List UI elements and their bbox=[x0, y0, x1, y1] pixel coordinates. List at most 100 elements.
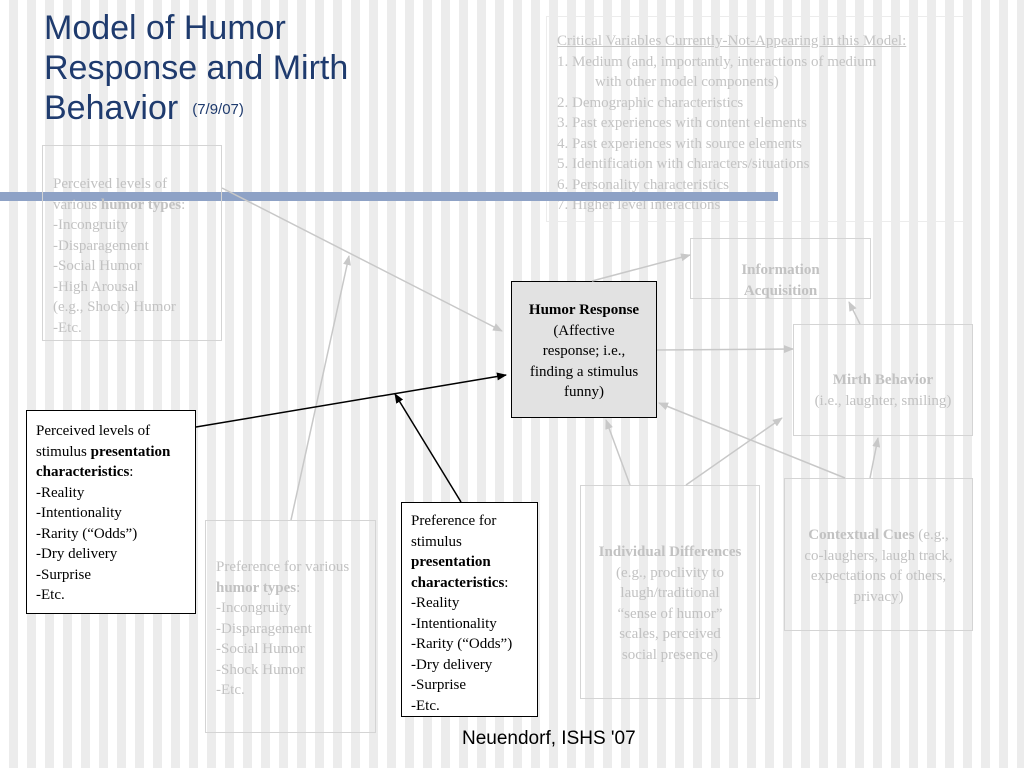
box-line: “sense of humor” bbox=[617, 605, 723, 622]
box-line: Perceived levels of bbox=[36, 423, 151, 439]
box-item: -Intentionality bbox=[36, 505, 122, 521]
box-line: Preference for bbox=[411, 513, 497, 529]
box-item: -Rarity (“Odds”) bbox=[36, 525, 138, 542]
box-item: (e.g., Shock) Humor bbox=[53, 299, 176, 315]
box-bold-text: Information bbox=[741, 262, 820, 278]
box-line: stimulus presentation bbox=[36, 442, 193, 463]
critical-variable-item: 7. Higher level interactions bbox=[557, 197, 721, 213]
arrow-contextual-to-response bbox=[658, 402, 846, 479]
box-line: characteristics: bbox=[411, 573, 535, 594]
box-line: Preference for various bbox=[216, 559, 350, 575]
box-line: various humor types: bbox=[53, 195, 217, 216]
arrow-preference-presentation-to-presentation bbox=[394, 393, 462, 503]
box-item: -Surprise bbox=[411, 677, 466, 693]
footer-credit: Neuendorf, ISHS '07 bbox=[462, 728, 636, 749]
box-item: -Intentionality bbox=[411, 615, 497, 632]
box-title: Contextual Cues (e.g., bbox=[787, 525, 970, 546]
arrow-mirth-to-information bbox=[848, 301, 861, 325]
humor-types-perceived-box: Perceived levels of various humor types:… bbox=[42, 145, 222, 341]
box-line: social presence) bbox=[621, 646, 719, 663]
box-item: -Etc. bbox=[53, 319, 82, 336]
box-item: -Etc. bbox=[411, 697, 440, 714]
critical-variables-heading: Critical Variables Currently-Not-Appeari… bbox=[557, 33, 907, 49]
box-line: Perceived levels of bbox=[53, 176, 168, 192]
title-line-2: Response and Mirth bbox=[44, 49, 349, 87]
box-line: expectations of others, bbox=[810, 568, 947, 584]
critical-variable-item: 2. Demographic characteristics bbox=[557, 94, 744, 111]
box-line: finding a stimulus bbox=[529, 363, 639, 380]
box-item: -Etc. bbox=[36, 587, 65, 603]
box-line: Acquisition bbox=[693, 281, 868, 302]
box-line: privacy) bbox=[853, 588, 904, 605]
arrow-presentation-to-response bbox=[195, 372, 507, 428]
contextual-cues-box: Contextual Cues (e.g., co-laughers, laug… bbox=[784, 478, 973, 631]
box-item: -Surprise bbox=[36, 566, 91, 583]
box-line: funny) bbox=[564, 384, 604, 400]
box-item: -Reality bbox=[411, 595, 460, 611]
critical-variable-item: 5. Identification with characters/situat… bbox=[557, 156, 810, 172]
arrow-contextual-to-mirth bbox=[869, 437, 881, 479]
box-title: Individual Differences bbox=[583, 542, 757, 563]
box-text: various bbox=[53, 196, 101, 213]
preference-presentation-box: Preference for stimulus presentation cha… bbox=[401, 502, 538, 717]
box-line: Information bbox=[693, 260, 868, 281]
box-bold-text: presentation bbox=[90, 443, 171, 460]
box-line: presentation bbox=[411, 552, 535, 573]
presentation-perceived-box: Perceived levels of stimulus presentatio… bbox=[26, 410, 196, 614]
box-title: Humor Response bbox=[514, 300, 654, 321]
box-item: -Disparagement bbox=[216, 620, 312, 637]
box-line: stimulus bbox=[411, 533, 462, 550]
box-text: : bbox=[129, 464, 134, 480]
box-line: co-laughers, laugh track, bbox=[804, 547, 953, 564]
box-item: -Social Humor bbox=[53, 258, 142, 274]
box-bold-text: Humor Response bbox=[528, 302, 640, 318]
box-text: (e.g., bbox=[914, 527, 949, 543]
critical-variable-item: 4. Past experiences with source elements bbox=[557, 135, 802, 152]
box-item: -Rarity (“Odds”) bbox=[411, 636, 513, 652]
box-item: -Incongruity bbox=[53, 217, 128, 233]
box-line: (Affective bbox=[553, 322, 615, 339]
individual-differences-box: Individual Differences (e.g., proclivity… bbox=[580, 485, 760, 699]
box-line: humor types: bbox=[216, 578, 373, 599]
title-line-3: Behavior bbox=[44, 89, 179, 127]
arrow-humor-types-to-response bbox=[221, 187, 503, 332]
box-bold-text: Acquisition bbox=[743, 282, 818, 299]
critical-variable-item: with other model components) bbox=[595, 74, 779, 90]
box-item: -Dry delivery bbox=[36, 546, 118, 562]
arrow-response-to-mirth bbox=[656, 345, 794, 354]
box-bold-text: Contextual Cues bbox=[808, 527, 915, 543]
box-bold-text: characteristics bbox=[411, 574, 505, 591]
accent-bar bbox=[0, 192, 778, 201]
box-bold-text: humor types bbox=[100, 196, 182, 213]
box-bold-text: characteristics bbox=[36, 464, 130, 480]
box-text: : bbox=[296, 579, 301, 596]
box-item: -Social Humor bbox=[216, 641, 305, 657]
box-line: laugh/traditional bbox=[620, 585, 720, 601]
box-bold-text: Individual Differences bbox=[598, 544, 742, 560]
box-text: : bbox=[181, 196, 186, 213]
title-date: (7/9/07) bbox=[192, 101, 244, 119]
critical-variable-item: 1. Medium (and, importantly, interaction… bbox=[557, 53, 877, 70]
critical-variables-box: Critical Variables Currently-Not-Appeari… bbox=[546, 16, 972, 222]
arrow-preference-types-to-humor-types bbox=[290, 255, 351, 521]
box-bold-text: presentation bbox=[411, 554, 491, 570]
box-line: (e.g., proclivity to bbox=[616, 564, 724, 581]
box-item: -Disparagement bbox=[53, 237, 149, 254]
box-item: -High Arousal bbox=[53, 278, 139, 295]
box-text: stimulus bbox=[36, 443, 91, 460]
arrow-individual-to-mirth bbox=[685, 417, 783, 486]
critical-variable-item: 6. Personality characteristics bbox=[557, 176, 730, 193]
arrow-response-to-information bbox=[591, 253, 691, 282]
box-line: response; i.e., bbox=[542, 343, 626, 359]
box-bold-text: Mirth Behavior bbox=[832, 372, 934, 388]
critical-variable-item: 3. Past experiences with content element… bbox=[557, 115, 807, 131]
box-title: Mirth Behavior bbox=[796, 370, 970, 391]
information-acquisition-box: Information Acquisition bbox=[690, 238, 871, 299]
box-item: -Dry delivery bbox=[411, 656, 493, 673]
box-line: characteristics: bbox=[36, 462, 193, 483]
humor-response-box: Humor Response (Affective response; i.e.… bbox=[511, 281, 657, 418]
box-item: -Reality bbox=[36, 484, 85, 501]
box-line: scales, perceived bbox=[619, 626, 721, 642]
box-item: -Incongruity bbox=[216, 600, 291, 616]
